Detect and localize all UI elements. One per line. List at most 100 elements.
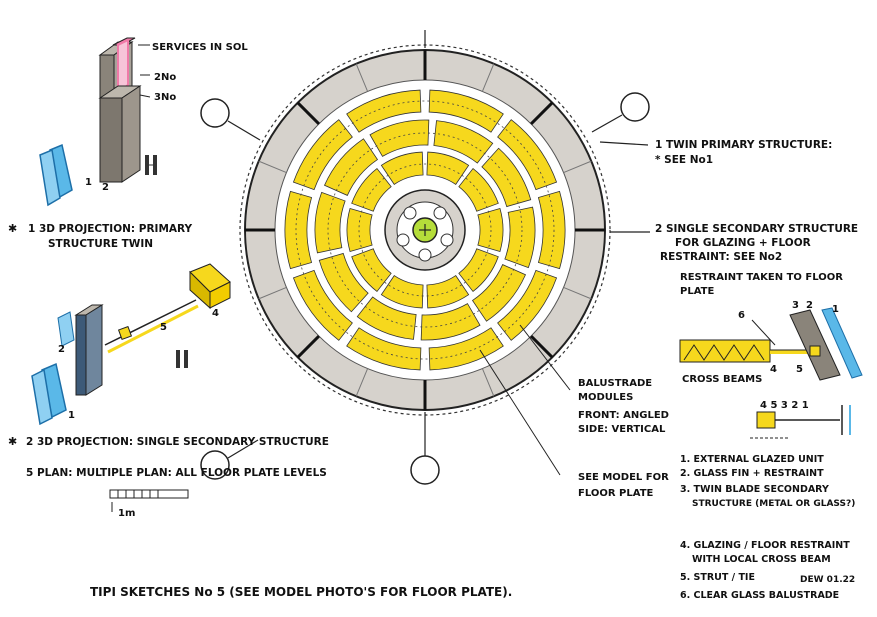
date-stamp: DEW 01.22 (800, 575, 855, 585)
detail-num-2: 2 (806, 300, 813, 311)
primary-annotation-line2: * SEE No1 (655, 154, 713, 166)
three-no-label: 3No (154, 92, 176, 103)
floor-plate-segment (477, 208, 504, 252)
structure-tick (296, 101, 320, 125)
floor-plate-segment (433, 120, 494, 164)
floor-plate-segment (346, 208, 373, 252)
floor-plate-segment (314, 191, 346, 254)
sketch2-num-5: 5 (160, 322, 167, 333)
structure-tick (481, 63, 495, 92)
note5: 5 PLAN: MULTIPLE PLAN: ALL FLOOR PLATE L… (26, 467, 327, 479)
floor-plate-segment (292, 119, 353, 191)
floor-plate-segment (351, 248, 392, 293)
primary-annotation-line1: 1 TWIN PRIMARY STRUCTURE: (655, 139, 832, 151)
detail-num-4: 4 (770, 364, 777, 375)
legend-4b: WITH LOCAL CROSS BEAM (692, 554, 831, 565)
secondary-annotation-line2: FOR GLAZING + FLOOR (675, 237, 811, 249)
structure-tick (530, 335, 554, 359)
sketch1-num-2: 2 (102, 182, 109, 193)
note1-line2: STRUCTURE TWIN (48, 238, 153, 250)
note1-line1: 1 3D PROJECTION: PRIMARY (28, 223, 193, 235)
floor-plate-segment (318, 252, 369, 313)
floor-plate-segment (284, 190, 313, 270)
secondary-annotation-line3: RESTRAINT: SEE No2 (660, 251, 782, 263)
floor-plate-segment (292, 269, 353, 341)
balustrade-line3: FRONT: ANGLED (578, 410, 669, 421)
legend-3b: STRUCTURE (METAL OR GLASS?) (692, 499, 855, 509)
floor-plate-segments (284, 89, 566, 371)
balustrade-line4: SIDE: VERTICAL (578, 424, 666, 435)
plate-edge-line (358, 163, 492, 297)
asterisk-icon: ✱ (8, 435, 17, 448)
primary-structure-ticks (245, 50, 605, 410)
central-plan (200, 30, 650, 485)
plate-edge-line (295, 100, 555, 360)
floor-plate-segment (471, 264, 527, 322)
floor-plate-segment (481, 147, 532, 208)
cross-beams-label: CROSS BEAMS (682, 374, 762, 385)
floor-plate-segment (428, 89, 504, 133)
scale-label: 1m (118, 508, 135, 519)
balustrade-line1: BALUSTRADE (578, 378, 652, 389)
floor-plate-segment (346, 89, 422, 133)
structure-tick (258, 286, 287, 300)
floor-plate-segment (497, 119, 558, 191)
detail-num-3: 3 (792, 300, 799, 311)
sketch-title: TIPI SKETCHES No 5 (SEE MODEL PHOTO'S FO… (90, 585, 512, 599)
cross-beam-detail (679, 307, 863, 381)
legend-4a: 4. GLAZING / FLOOR RESTRAINT (680, 540, 850, 551)
detail-num-1: 1 (832, 304, 839, 315)
floor-plate-segment (537, 190, 566, 270)
structure-tick (530, 101, 554, 125)
structure-tick (481, 368, 495, 397)
lower-detail-numbers: 4 5 3 2 1 (760, 400, 809, 411)
balustrade-line2: MODULES (578, 392, 633, 403)
restraint-line1: RESTRAINT TAKEN TO FLOOR (680, 272, 843, 283)
floor-plate-segment (458, 248, 499, 293)
floor-plate-segment (380, 151, 424, 185)
two-no-label: 2No (154, 72, 176, 83)
plate-edge-line (327, 132, 523, 328)
model-line2: FLOOR PLATE (578, 488, 654, 499)
floor-plate-segment (369, 119, 430, 157)
circle-node-icon (200, 92, 650, 485)
floor-plate-segment (323, 138, 379, 196)
legend-6: 6. CLEAR GLASS BALUSTRADE (680, 590, 839, 601)
legend-5: 5. STRUT / TIE (680, 572, 755, 583)
note2: 2 3D PROJECTION: SINGLE SECONDARY STRUCT… (26, 436, 329, 448)
secondary-annotation-line1: 2 SINGLE SECONDARY STRUCTURE (655, 223, 858, 235)
asterisk-icon: ✱ (8, 222, 17, 235)
floor-plate-segment (458, 167, 499, 212)
floor-plate-segment (497, 269, 558, 341)
sketch1-num-1: 1 (85, 177, 92, 188)
legend-2: 2. GLASS FIN + RESTRAINT (680, 468, 824, 479)
model-line1: SEE MODEL FOR (578, 472, 669, 483)
scale-bar (109, 489, 189, 512)
detail-num-6: 6 (738, 310, 745, 321)
floor-plate-segment (428, 327, 504, 371)
legend-3a: 3. TWIN BLADE SECONDARY (680, 484, 829, 495)
legend-1: 1. EXTERNAL GLAZED UNIT (680, 454, 824, 465)
detail-num-5: 5 (796, 364, 803, 375)
floor-plate-segment (356, 296, 417, 340)
primary-structure-3d-sketch (39, 37, 157, 207)
services-label: SERVICES IN SOL (152, 42, 248, 53)
secondary-structure-3d-sketch (31, 263, 231, 426)
sketch2-num-1: 1 (68, 410, 75, 421)
structure-tick (355, 368, 369, 397)
restraint-line2: PLATE (680, 286, 714, 297)
structure-tick (258, 160, 287, 174)
structure-tick (563, 160, 592, 174)
structure-tick (563, 286, 592, 300)
floor-plate-segment (351, 167, 392, 212)
structure-tick (355, 63, 369, 92)
structure-tick (296, 335, 320, 359)
sketch2-num-4: 4 (212, 308, 219, 319)
plan-detail (750, 405, 851, 439)
floor-plate-segment (426, 151, 470, 185)
floor-plate-segment (420, 303, 481, 341)
sketch2-num-2: 2 (58, 344, 65, 355)
floor-plate-segment (346, 327, 422, 371)
floor-plate-segment (504, 206, 536, 269)
